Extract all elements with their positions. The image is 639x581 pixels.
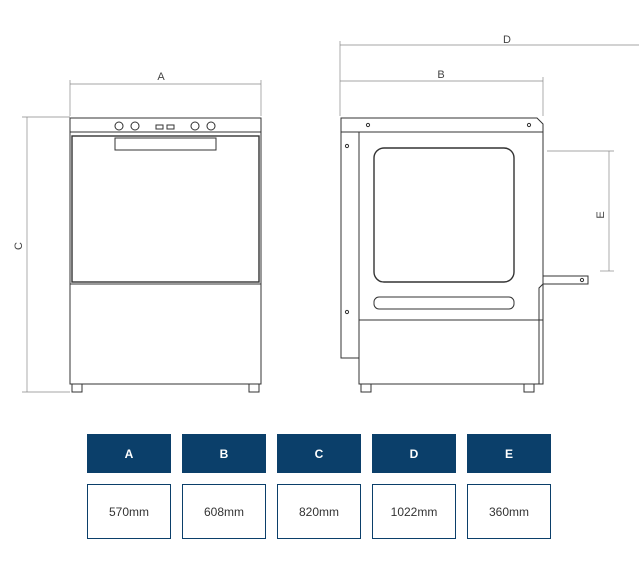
front-door (71, 135, 260, 283)
header-b: B (182, 434, 266, 473)
side-window (373, 147, 515, 283)
dimension-column-b: B 608mm (182, 434, 266, 539)
header-d: D (372, 434, 456, 473)
dimension-label-c: C (13, 242, 25, 250)
knob-icon (114, 121, 124, 131)
front-view: A C (13, 71, 262, 393)
value-d: 1022mm (372, 484, 456, 539)
switch-icon (166, 124, 175, 130)
knob-icon (130, 121, 140, 131)
header-c: C (277, 434, 361, 473)
side-view: D B E (339, 34, 639, 393)
side-handle (373, 296, 515, 310)
header-e: E (467, 434, 551, 473)
door-handle (114, 137, 217, 151)
dimension-label-b: B (437, 69, 444, 81)
technical-drawing: A C D B E (13, 34, 639, 393)
switch-icon (155, 124, 164, 130)
dimensions-table: A 570mm B 608mm C 820mm D 1022mm E 360mm (87, 434, 551, 539)
value-e: 360mm (467, 484, 551, 539)
control-panel (69, 117, 262, 133)
dimension-label-e: E (595, 211, 607, 218)
dimension-column-d: D 1022mm (372, 434, 456, 539)
dimension-label-d: D (503, 34, 511, 46)
dimension-column-c: C 820mm (277, 434, 361, 539)
value-c: 820mm (277, 484, 361, 539)
dimension-column-e: E 360mm (467, 434, 551, 539)
dimension-column-a: A 570mm (87, 434, 171, 539)
dimension-label-a: A (157, 71, 165, 83)
value-b: 608mm (182, 484, 266, 539)
knob-icon (206, 121, 216, 131)
value-a: 570mm (87, 484, 171, 539)
knob-icon (190, 121, 200, 131)
header-a: A (87, 434, 171, 473)
